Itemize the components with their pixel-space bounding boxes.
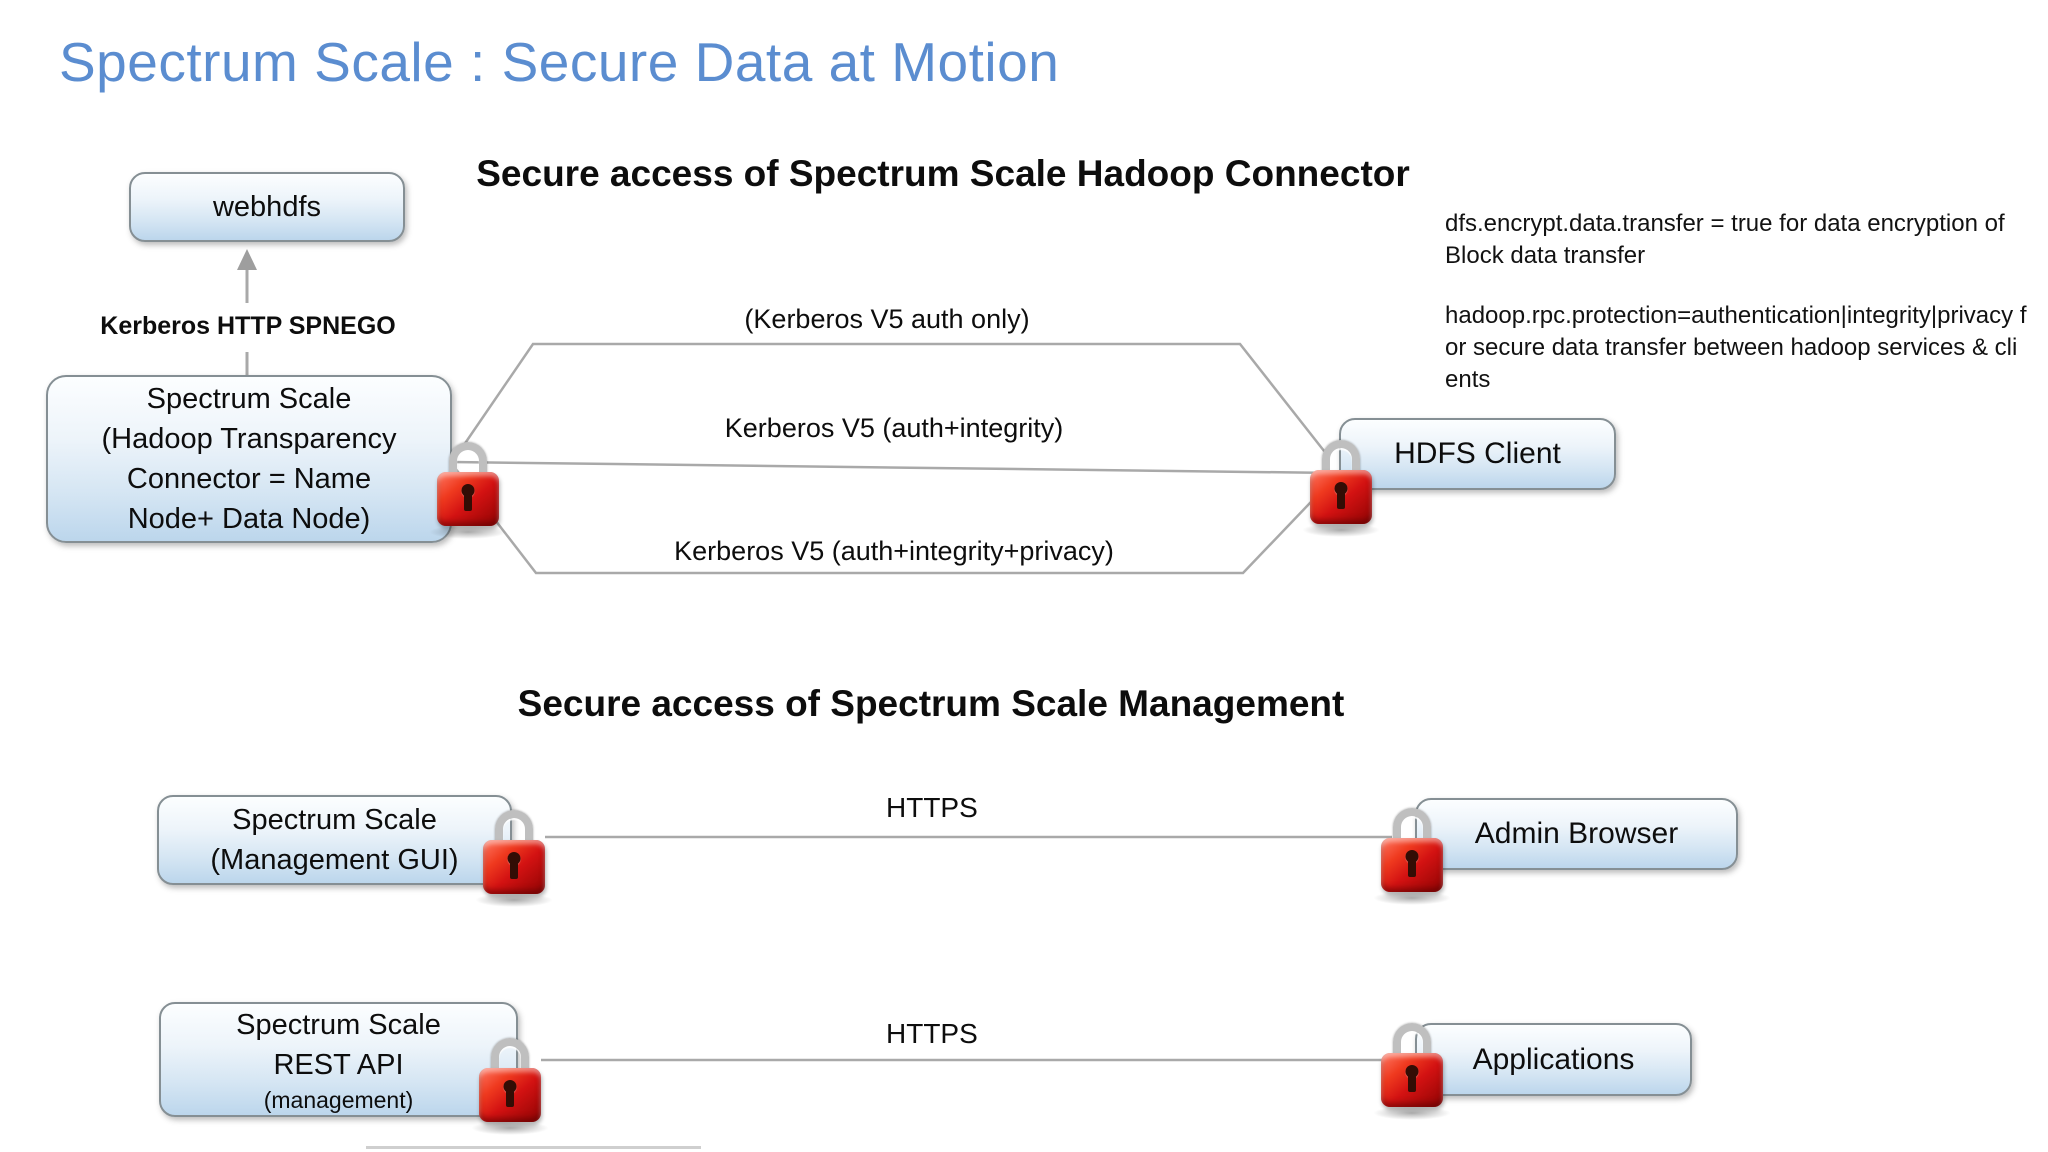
kerberos-auth-only-label: (Kerberos V5 auth only) (744, 304, 1030, 334)
kerberos-auth-integrity-label: Kerberos V5 (auth+integrity) (724, 413, 1064, 443)
page-title: Spectrum Scale : Secure Data at Motion (59, 31, 1060, 93)
kerberos-auth-integrity-privacy-label: Kerberos V5 (auth+integrity+privacy) (674, 536, 1114, 566)
applications-label: Applications (1472, 1042, 1635, 1076)
hadoop-section-heading: Secure access of Spectrum Scale Hadoop C… (476, 153, 1410, 194)
applications-node: Applications (1415, 1023, 1692, 1096)
webhdfs-label: webhdfs (212, 191, 321, 223)
bottom-edge-artifact (366, 1146, 701, 1149)
lock-icon (1302, 438, 1380, 537)
spectrum-scale-hadoop-node: Spectrum Scale (Hadoop Transparency Conn… (46, 375, 452, 543)
hdfs-client-node: HDFS Client (1339, 418, 1616, 490)
admin-browser-label: Admin Browser (1474, 817, 1679, 850)
hdfs-client-label: HDFS Client (1394, 437, 1561, 470)
management-section-heading: Secure access of Spectrum Scale Manageme… (517, 683, 1345, 724)
spnego-label: Kerberos HTTP SPNEGO (100, 312, 396, 340)
lock-icon (471, 1036, 549, 1135)
rest-api-node: Spectrum Scale REST API (management) (159, 1002, 518, 1117)
webhdfs-node: webhdfs (129, 172, 405, 242)
rpc-protection-note: hadoop.rpc.protection=authentication|int… (1445, 302, 2027, 393)
lock-icon (1373, 1021, 1451, 1120)
lock-icon (429, 440, 507, 539)
lock-icon (1373, 806, 1451, 905)
admin-browser-node: Admin Browser (1415, 798, 1738, 870)
https-label-rest: HTTPS (886, 1018, 978, 1049)
management-gui-node: Spectrum Scale (Management GUI) (157, 795, 512, 885)
rest-api-sub-label: (management) (263, 1086, 414, 1113)
lock-icon (475, 808, 553, 907)
dfs-encrypt-note: dfs.encrypt.data.transfer = true for dat… (1445, 210, 2005, 269)
https-label-gui: HTTPS (886, 792, 978, 823)
